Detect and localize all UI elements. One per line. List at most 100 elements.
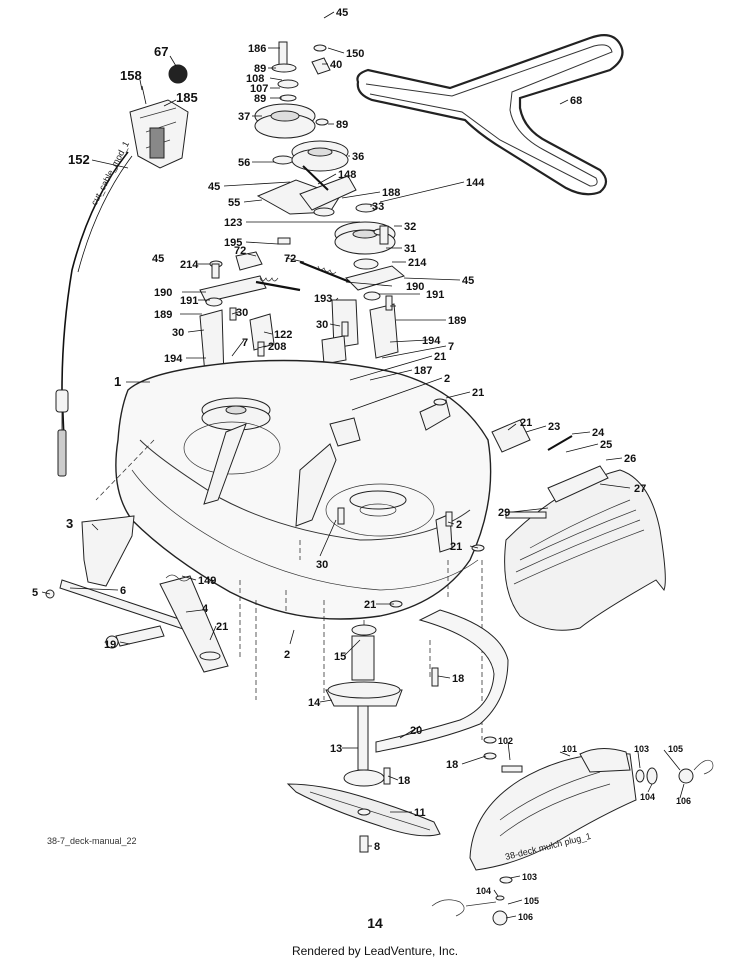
part-label: 32 xyxy=(404,221,416,233)
part-label: 189 xyxy=(154,309,172,321)
part-label: 2 xyxy=(284,649,290,661)
part-label: 150 xyxy=(346,48,364,60)
part-label: 108 xyxy=(246,73,264,85)
part-label: 104 xyxy=(640,792,655,802)
mower-blade xyxy=(286,783,441,853)
part-label: 208 xyxy=(268,341,286,353)
part-label: 45 xyxy=(208,181,220,193)
part-label: 3 xyxy=(66,516,73,531)
footer-credit: Rendered by LeadVenture, Inc. xyxy=(291,944,459,958)
part-label: 122 xyxy=(274,329,292,341)
part-label: 45 xyxy=(152,253,164,265)
part-label: 21 xyxy=(450,541,462,553)
right-spring-bracket xyxy=(299,260,406,365)
part-label: 18 xyxy=(398,775,410,787)
part-label: 89 xyxy=(336,119,348,131)
idler-arm-assembly xyxy=(256,165,396,270)
part-label: 2 xyxy=(444,373,450,385)
part-label: 6 xyxy=(120,585,126,597)
part-label: 23 xyxy=(548,421,560,433)
part-label: 123 xyxy=(224,217,242,229)
part-label: 68 xyxy=(570,95,582,107)
belt-shield xyxy=(375,609,509,760)
mower-deck-housing xyxy=(95,359,492,740)
part-label: 194 xyxy=(422,335,441,347)
cable-bracket xyxy=(129,64,189,169)
part-number-labels: 186 45 150 89 40 108 107 89 37 89 67 158… xyxy=(32,7,691,922)
part-label: 21 xyxy=(472,387,484,399)
part-label: 5 xyxy=(32,587,38,599)
part-label: 89 xyxy=(254,63,266,75)
part-label: 190 xyxy=(406,281,424,293)
part-label: 13 xyxy=(330,743,342,755)
part-label: 89 xyxy=(254,93,266,105)
part-label: 18 xyxy=(446,759,458,771)
part-label: 191 xyxy=(426,289,444,301)
part-label: 102 xyxy=(498,736,513,746)
part-label: 185 xyxy=(176,90,198,105)
part-label: 107 xyxy=(250,83,268,95)
part-label: 36 xyxy=(352,151,364,163)
part-label: 188 xyxy=(382,187,400,199)
part-label: 45 xyxy=(462,275,474,287)
cable-tag: cut_cable_mod_1 xyxy=(89,139,131,206)
part-label: 30 xyxy=(316,559,328,571)
part-label: 27 xyxy=(634,483,646,495)
part-label: 191 xyxy=(180,295,198,307)
part-label: 106 xyxy=(518,912,533,922)
mulch-plug xyxy=(431,748,714,926)
part-label: 106 xyxy=(676,796,691,806)
part-label: 31 xyxy=(404,243,416,255)
part-label: 158 xyxy=(120,68,142,83)
figure-id: 38-7_deck-manual_22 xyxy=(47,836,137,846)
part-label: 72 xyxy=(284,253,296,265)
part-label: 105 xyxy=(524,896,539,906)
part-label: 45 xyxy=(336,7,348,19)
part-label: 24 xyxy=(592,427,605,439)
part-label: 1 xyxy=(114,374,121,389)
part-label: 152 xyxy=(68,152,90,167)
part-label: 56 xyxy=(238,157,250,169)
part-label: 186 xyxy=(248,43,266,55)
part-label: 37 xyxy=(238,111,250,123)
part-label: 30 xyxy=(172,327,184,339)
part-label: 214 xyxy=(408,257,427,269)
deck-lift-linkage xyxy=(45,515,229,673)
part-label: 30 xyxy=(236,307,248,319)
part-label: 7 xyxy=(242,337,248,349)
part-label: 2 xyxy=(456,519,462,531)
part-label: 26 xyxy=(624,453,636,465)
part-label: 7 xyxy=(448,341,454,353)
part-label: 214 xyxy=(180,259,199,271)
part-label: 21 xyxy=(216,621,228,633)
part-label: 14 xyxy=(308,697,321,709)
part-label: 72 xyxy=(234,245,246,257)
part-label: 193 xyxy=(314,293,332,305)
part-label: 15 xyxy=(334,651,346,663)
leader-lines xyxy=(41,11,685,919)
part-label: 30 xyxy=(316,319,328,331)
part-label: 189 xyxy=(448,315,466,327)
page-number: 14 xyxy=(367,915,383,931)
part-label: 33 xyxy=(372,201,384,213)
part-label: 194 xyxy=(164,353,183,365)
part-label: 144 xyxy=(466,177,485,189)
part-label: 149 xyxy=(198,575,216,587)
discharge-chute xyxy=(491,419,666,631)
part-label: 8 xyxy=(374,841,380,853)
part-label: 103 xyxy=(522,872,537,882)
part-label: 101 xyxy=(562,744,577,754)
part-label: 25 xyxy=(600,439,612,451)
part-label: 190 xyxy=(154,287,172,299)
part-label: 11 xyxy=(414,807,426,819)
drive-belt xyxy=(356,33,624,196)
part-label: 195 xyxy=(224,237,242,249)
part-label: 21 xyxy=(520,417,532,429)
part-label: 148 xyxy=(338,169,356,181)
part-label: 104 xyxy=(476,886,491,896)
part-label: 4 xyxy=(202,603,209,615)
blade-spindle xyxy=(325,624,439,787)
part-label: 20 xyxy=(410,725,422,737)
part-label: 21 xyxy=(434,351,446,363)
